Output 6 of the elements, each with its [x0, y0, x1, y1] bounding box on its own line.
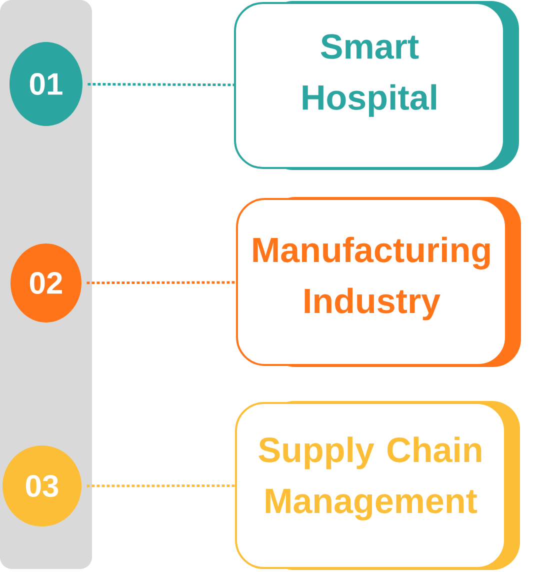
connector-line — [88, 82, 234, 86]
connector-line — [86, 484, 235, 488]
connector-line — [86, 281, 236, 284]
label-card: Manufacturing Industry — [236, 197, 521, 367]
label-card: Supply Chain Management — [235, 401, 520, 570]
label-card: Smart Hospital — [234, 1, 519, 170]
